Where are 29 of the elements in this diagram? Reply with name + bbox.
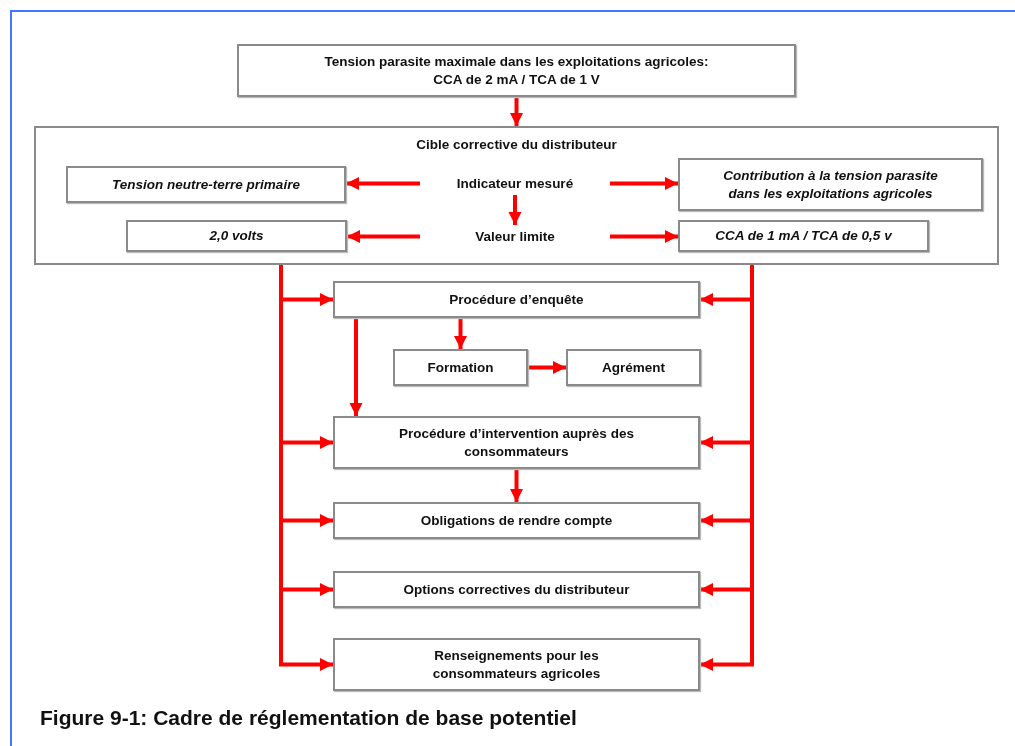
process-box: Procédure d’enquête: [333, 281, 700, 318]
arrow: [528, 361, 566, 374]
arrow: [510, 469, 523, 502]
arrow: [510, 97, 523, 126]
process-box: Options correctives du distributeur: [333, 571, 700, 608]
arrow: [279, 265, 333, 671]
process-box: Procédure d’intervention auprès des consommateurs: [333, 416, 700, 469]
process-box: Tension neutre-terre primaire: [66, 166, 346, 203]
process-box: Renseignements pour les consommateurs agricoles: [333, 638, 700, 691]
figure-caption: Figure 9-1: Cadre de réglementation de base potentiel: [40, 706, 577, 730]
arrow: [610, 230, 678, 243]
process-box: Obligations de rendre compte: [333, 502, 700, 539]
node-label: Valeur limite: [420, 225, 610, 248]
process-box: Formation: [393, 349, 528, 386]
arrow: [349, 318, 363, 416]
arrow: [346, 177, 420, 190]
group-panel: [34, 126, 999, 265]
process-box: Contribution à la tension parasite dans les exploitations agricoles: [678, 158, 983, 211]
process-box: 2,0 volts: [126, 220, 347, 252]
arrow: [347, 230, 420, 243]
arrow: [508, 195, 522, 225]
arrow: [454, 318, 467, 349]
arrow: [700, 265, 754, 671]
panel-heading: Cible corrective du distributeur: [415, 136, 618, 154]
process-box: Tension parasite maximale dans les exploitations agricoles: CCA de 2 mA / TCA de 1 V: [237, 44, 796, 97]
process-box: CCA de 1 mA / TCA de 0,5 v: [678, 220, 929, 252]
process-box: Agrément: [566, 349, 701, 386]
node-label: Indicateur mesuré: [420, 172, 610, 195]
arrow: [610, 177, 678, 190]
